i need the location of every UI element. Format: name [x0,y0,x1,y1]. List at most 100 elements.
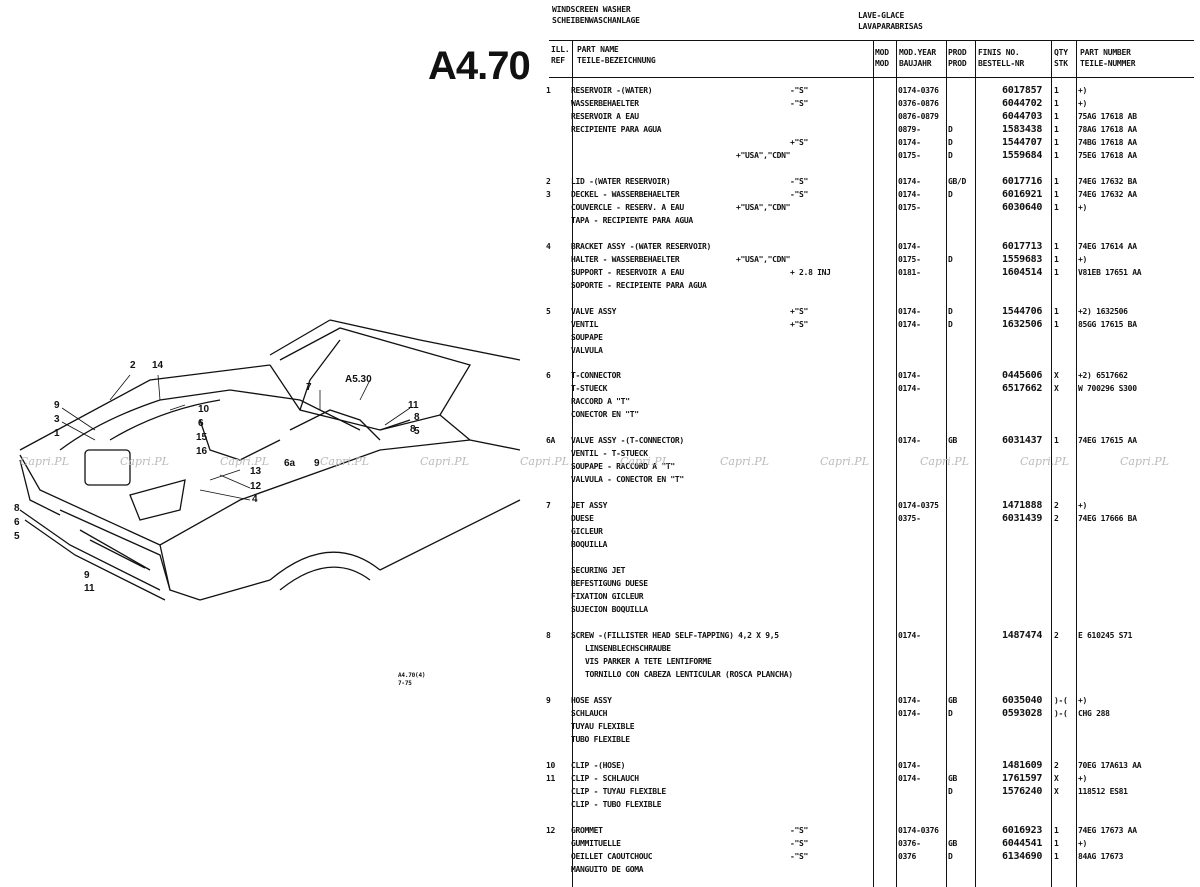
cell-note: +"S" [790,138,809,147]
cell-name: COUVERCLE - RESERV. A EAU [571,203,684,212]
cell-year: 0375- [898,514,921,523]
diagram-label: 8 [410,424,416,435]
title-es: LAVAPARABRISAS [858,22,923,31]
cell-qty: 2 [1054,761,1059,770]
cell-ref: 7 [546,501,551,510]
cell-note: +"S" [790,307,809,316]
cell-qty: 1 [1054,125,1059,134]
cell-year: 0174- [898,138,921,147]
cell-name: HALTER - WASSERBEHAELTER [571,255,680,264]
diagram-label: 8 [414,412,420,423]
col-header-part-number-1: PART NUMBER [1080,48,1131,57]
diagram-label: 16 [196,446,208,457]
cell-pn: +) [1078,203,1088,212]
cell-name: RACCORD A "T" [571,397,630,406]
diagram-reference-code: A4.70(4) [398,672,426,679]
title-en: WINDSCREEN WASHER [552,5,631,14]
cell-ref: 4 [546,242,551,251]
title-fr-es: LAVE-GLACE LAVAPARABRISAS [858,10,923,32]
cell-pn: 78AG 17618 AA [1078,125,1137,134]
cell-name: RECIPIENTE PARA AGUA [571,125,662,134]
cell-year: 0876-0879 [898,112,939,121]
cell-pn: +) [1078,86,1088,95]
cell-year: 0181- [898,268,921,277]
cell-year: 0376 [898,852,917,861]
cell-name: OEILLET CAOUTCHOUC [571,852,653,861]
cell-qty: )-( [1054,696,1068,705]
cell-name: SCHLAUCH [571,709,608,718]
cell-name: CLIP -(HOSE) [571,761,626,770]
cell-name: TUBO FLEXIBLE [571,735,630,744]
col-divider [896,40,897,887]
col-header-qty-1: QTY [1054,48,1068,57]
cell-name: VALVE ASSY [571,307,617,316]
diagram-reference-date: 7-75 [398,680,412,687]
cell-qty: 1 [1054,307,1059,316]
cell-name: RESERVOIR -(WATER) [571,86,653,95]
cell-name: JET ASSY [571,501,608,510]
cell-pn: +) [1078,839,1088,848]
cell-qty: 1 [1054,203,1059,212]
cell-note: -"S" [790,177,809,186]
cell-fin: 1761597 [1002,773,1043,784]
cell-name: VENTIL - T-STUECK [571,449,648,458]
cell-fin: 6044703 [1002,111,1043,122]
diagram-label: 7 [306,382,312,393]
watermark: Capri.PL [820,455,869,468]
cell-pn: 118512 ES81 [1078,787,1128,796]
cell-qty: 1 [1054,138,1059,147]
diagram-label: 11 [84,583,95,594]
col-divider [873,40,874,887]
cell-name: GICLEUR [571,527,603,536]
cell-ref: 1 [546,86,551,95]
table-header-rule [549,77,1194,78]
cell-prod: GB [948,839,958,848]
cell-name: SECURING JET [571,566,626,575]
cell-pn: 74EG 17632 AA [1078,190,1137,199]
col-header-part-name-1: PART NAME [577,45,619,54]
cell-fin: 6517662 [1002,383,1043,394]
col-divider [946,40,947,887]
cell-prod: D [948,307,953,316]
watermark: Capri.PL [720,455,769,468]
col-header-prod-2: PROD [948,59,967,68]
cell-year: 0174- [898,320,921,329]
cell-fin: 6134690 [1002,851,1043,862]
cell-ref: 12 [546,826,556,835]
diagram-label: 6a [284,458,296,469]
diagram-label: 14 [152,360,164,371]
cell-name: VALVULA [571,346,603,355]
cell-year: 0174- [898,761,921,770]
cell-pn: V81EB 17651 AA [1078,268,1142,277]
cell-pn: W 700296 S300 [1078,384,1137,393]
section-code: A4.70 [428,44,531,88]
cell-prod: D [948,709,953,718]
cell-name: GUMMITUELLE [571,839,621,848]
cell-pn: 74EG 17673 AA [1078,826,1137,835]
cell-pn: +) [1078,501,1088,510]
watermark: Capri.PL [1020,455,1069,468]
cell-fin: 1632506 [1002,319,1043,330]
cell-prod: D [948,320,953,329]
cell-fin: 1487474 [1002,630,1043,641]
col-header-fin-1: FINIS NO. [978,48,1020,57]
cell-note: + 2.8 INJ [790,268,831,277]
diagram-label: 15 [196,432,208,443]
col-divider [1051,40,1052,887]
cell-pn: 74EG 17614 AA [1078,242,1137,251]
cell-pn: +2) 6517662 [1078,371,1128,380]
cell-qty: X [1054,371,1059,380]
cell-fin: 6044702 [1002,98,1043,109]
cell-pn: 75AG 17618 AB [1078,112,1137,121]
diagram-label: 3 [54,414,60,425]
title-fr: LAVE-GLACE [858,11,905,20]
cell-name: DECKEL - WASSERBEHAELTER [571,190,680,199]
col-header-part-number-2: TEILE-NUMMER [1080,59,1136,68]
cell-year: 0174-0376 [898,826,939,835]
col-header-prod: PROD PROD [948,47,967,69]
cell-qty: 1 [1054,436,1059,445]
cell-name: BEFESTIGUNG DUESE [571,579,648,588]
cell-qty: 1 [1054,255,1059,264]
cell-name: GROMMET [571,826,603,835]
cell-year: 0174- [898,436,921,445]
